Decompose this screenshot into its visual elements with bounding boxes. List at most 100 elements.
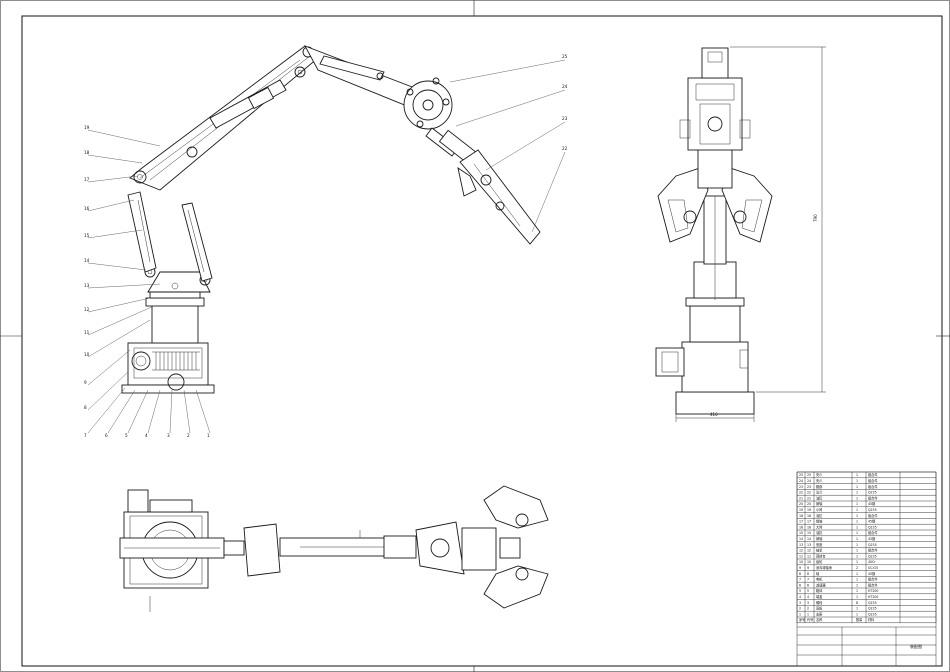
front-column bbox=[689, 305, 741, 343]
bom-cell: 8 bbox=[856, 601, 858, 605]
bom-cell: Q235 bbox=[868, 543, 877, 547]
bom-cell: 1 bbox=[856, 491, 858, 495]
bom-cell: 1 bbox=[856, 554, 858, 558]
bom-cell: 6 bbox=[807, 583, 809, 587]
bom-cell: 19 bbox=[807, 508, 811, 512]
bom-cell: 12 bbox=[807, 549, 811, 553]
top-forearm-block bbox=[243, 523, 281, 577]
bom-cell: 1 bbox=[856, 612, 858, 616]
bom-cell: 1 bbox=[856, 525, 858, 529]
bom-cell: 7 bbox=[807, 578, 809, 582]
bom-cell: 45钢 bbox=[868, 519, 875, 524]
callout-6: 6 bbox=[105, 433, 108, 438]
bom-cell: 底座 bbox=[816, 542, 823, 547]
bom-cell: 9 bbox=[807, 566, 809, 570]
bom-cell: 2 bbox=[807, 607, 809, 611]
bom-header-cell: 代号 bbox=[807, 617, 813, 622]
bom-cell: 组合件 bbox=[868, 478, 878, 483]
bom-cell: 1 bbox=[807, 612, 809, 616]
bom-cell: 组合件 bbox=[868, 484, 878, 489]
callout-5: 5 bbox=[125, 433, 128, 438]
bom-cell: 25 bbox=[799, 473, 803, 477]
bom-cell: 1 bbox=[856, 520, 858, 524]
bom-cell: 16 bbox=[807, 525, 811, 529]
bom-cell: 油缸 bbox=[816, 513, 823, 518]
bom-cell: 20 bbox=[807, 502, 811, 506]
bom-cell: 1 bbox=[856, 508, 858, 512]
bom-cell: 组合件 bbox=[868, 577, 878, 582]
callout-4: 4 bbox=[145, 433, 148, 438]
bom-cell: 夹爪 bbox=[816, 472, 823, 477]
bom-cell: 17 bbox=[807, 520, 811, 524]
callout-8: 8 bbox=[84, 405, 87, 410]
bom-cell: 1 bbox=[856, 589, 858, 593]
bom-cell: 2 bbox=[856, 566, 858, 570]
bom-cell: 23 bbox=[799, 485, 803, 489]
lift-cylinder bbox=[127, 191, 157, 273]
bom-cell: 销轴 bbox=[816, 536, 822, 541]
bom-cell: 减速器 bbox=[816, 582, 826, 587]
bom-cell: 支座 bbox=[816, 611, 823, 616]
front-base-plate bbox=[675, 391, 755, 415]
bom-cell: Q235 bbox=[868, 525, 877, 529]
bom-cell: 销轴 bbox=[816, 519, 822, 524]
bom-cell: 1 bbox=[856, 531, 858, 535]
bom-cell: 轴承 bbox=[816, 548, 823, 553]
top-wrist bbox=[415, 521, 465, 575]
wrist-disc bbox=[403, 80, 453, 130]
bom-cell: 1 bbox=[856, 537, 858, 541]
bom-cell: 螺栓 bbox=[816, 600, 823, 605]
top-claw-lower bbox=[483, 565, 549, 609]
bom-cell: 组合件 bbox=[868, 548, 878, 553]
bom-cell: 组合件 bbox=[868, 495, 878, 500]
callout-13: 13 bbox=[84, 283, 90, 288]
callout-22: 22 bbox=[562, 146, 568, 151]
bom-header-cell: 序号 bbox=[799, 617, 805, 622]
bom-cell: 18 bbox=[799, 514, 803, 518]
bom-cell: 轴 bbox=[816, 571, 819, 576]
bom-cell: 11 bbox=[807, 554, 811, 558]
callout-14: 14 bbox=[84, 258, 90, 263]
bom-cell: 45钢 bbox=[868, 501, 875, 506]
bom-cell: 1 bbox=[856, 549, 858, 553]
bom-cell: 小臂 bbox=[816, 507, 823, 512]
bom-cell: 11 bbox=[799, 554, 803, 558]
bom-cell: 1 bbox=[856, 595, 858, 599]
bom-cell: HT200 bbox=[868, 595, 878, 599]
bom-cell: 1 bbox=[856, 583, 858, 587]
bom-header-cell: 名称 bbox=[816, 617, 823, 622]
callout-16: 16 bbox=[84, 206, 90, 211]
bom-cell: 底板 bbox=[816, 606, 823, 611]
bom-cell: 14 bbox=[807, 537, 811, 541]
top-claw-upper bbox=[483, 485, 549, 529]
callout-7: 7 bbox=[84, 433, 87, 438]
bom-cell: 组合件 bbox=[868, 582, 878, 587]
bom-cell: 4 bbox=[807, 595, 809, 599]
callout-12: 12 bbox=[84, 307, 90, 312]
callout-2: 2 bbox=[187, 433, 190, 438]
bom-cell: 15 bbox=[807, 531, 811, 535]
bom-cell: Q235 bbox=[868, 491, 877, 495]
bom-cell: 1 bbox=[856, 543, 858, 547]
front-top-block bbox=[701, 47, 729, 79]
callout-17: 17 bbox=[84, 177, 90, 182]
bom-cell: 22 bbox=[807, 491, 811, 495]
side-view: 19 18 17 16 15 14 13 12 11 10 9 8 7 6 5 … bbox=[84, 45, 568, 438]
bom-cell: 5 bbox=[799, 589, 801, 593]
drawing-frame bbox=[21, 15, 943, 667]
bom-cell: 1 bbox=[856, 479, 858, 483]
lift-cylinder-2 bbox=[181, 202, 213, 282]
callout-11: 11 bbox=[84, 330, 90, 335]
front-dim-width: 416 bbox=[710, 412, 718, 417]
callout-9: 9 bbox=[84, 380, 87, 385]
bom-cell: 夹爪 bbox=[816, 478, 823, 483]
swivel-column bbox=[151, 304, 199, 344]
bom-cell: Q235 bbox=[868, 508, 877, 512]
bom-cell: 15 bbox=[799, 531, 803, 535]
bom-cell: 13 bbox=[799, 543, 803, 547]
bom-cell: 7 bbox=[799, 578, 801, 582]
bom-cell: 深沟球轴承 bbox=[816, 565, 833, 570]
base-plate bbox=[121, 384, 215, 394]
callout-24: 24 bbox=[562, 84, 568, 89]
